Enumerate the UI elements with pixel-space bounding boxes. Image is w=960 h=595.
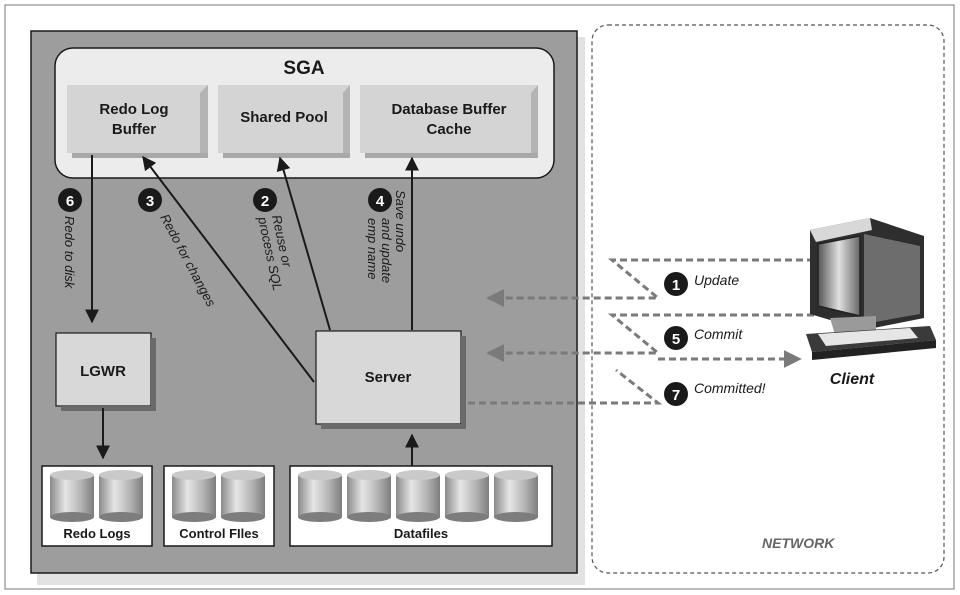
- outer-frame: [4, 4, 955, 590]
- control-files-label: Control FIles: [179, 526, 258, 541]
- redo-log-buffer-box: Redo Log Buffer: [67, 85, 208, 158]
- server-box: Server: [315, 330, 466, 429]
- datafiles-box: Datafiles: [289, 465, 553, 547]
- client-label: Client: [830, 371, 875, 388]
- step-6-badge: [58, 188, 82, 212]
- step-6: 6 Redo to disk: [58, 188, 82, 290]
- step-4-label-1: Save undo: [393, 190, 408, 252]
- sga-title: SGA: [283, 58, 324, 79]
- step-5-number: 5: [672, 331, 680, 348]
- arrow-update: [486, 258, 814, 307]
- lgwr-label: LGWR: [80, 363, 126, 380]
- step-7-label: Committed!: [694, 380, 766, 396]
- control-files-box: Control FIles: [163, 465, 275, 547]
- redo-log-buffer-label-2: Buffer: [112, 121, 156, 138]
- redo-logs-label: Redo Logs: [63, 526, 130, 541]
- arrow-server-to-redo-buffer: [142, 155, 315, 383]
- network-label: NETWORK: [762, 535, 835, 551]
- dashed-arrows: [468, 258, 836, 405]
- step-6-label: Redo to disk: [62, 216, 77, 290]
- step-2-badge: [253, 188, 277, 212]
- datafiles-disks: [298, 470, 538, 522]
- arrow-committed: [468, 368, 663, 405]
- step-1-number: 1: [672, 277, 680, 294]
- computer-icon: [806, 218, 936, 360]
- database-buffer-cache-label-1: Database Buffer: [391, 101, 506, 118]
- database-buffer-cache-box: Database Buffer Cache: [360, 85, 538, 158]
- arrow-server-to-shared-pool: [276, 156, 331, 331]
- step-7: 7 Committed!: [664, 380, 766, 406]
- step-4-label-2: and update: [379, 218, 394, 283]
- network-area: [591, 24, 945, 574]
- step-4: 4 Save undo and update emp name: [365, 188, 408, 283]
- step-6-number: 6: [66, 193, 74, 210]
- shared-pool-box: Shared Pool: [218, 85, 350, 158]
- step-3-number: 3: [146, 193, 154, 210]
- step-5-label: Commit: [694, 326, 743, 342]
- shared-pool-label: Shared Pool: [240, 109, 328, 126]
- step-4-number: 4: [376, 193, 385, 210]
- database-buffer-cache-label-2: Cache: [426, 121, 471, 138]
- redo-logs-disks: [50, 470, 143, 522]
- step-4-label-3: emp name: [365, 218, 380, 279]
- lgwr-box: LGWR: [55, 332, 156, 411]
- step-4-badge: [368, 188, 392, 212]
- redo-logs-box: Redo Logs: [41, 465, 153, 547]
- step-1: 1 Update: [664, 272, 739, 296]
- step-5-badge: [664, 326, 688, 350]
- arrow-commit-in: [486, 313, 836, 362]
- step-1-badge: [664, 272, 688, 296]
- server-label: Server: [365, 369, 412, 386]
- step-3-badge: [138, 188, 162, 212]
- control-files-disks: [172, 470, 265, 522]
- step-7-badge: [664, 382, 688, 406]
- step-5: 5 Commit: [664, 326, 743, 350]
- step-7-number: 7: [672, 387, 680, 404]
- step-2-number: 2: [261, 193, 269, 210]
- step-1-label: Update: [694, 272, 739, 288]
- datafiles-label: Datafiles: [394, 526, 448, 541]
- redo-log-buffer-label-1: Redo Log: [99, 101, 168, 118]
